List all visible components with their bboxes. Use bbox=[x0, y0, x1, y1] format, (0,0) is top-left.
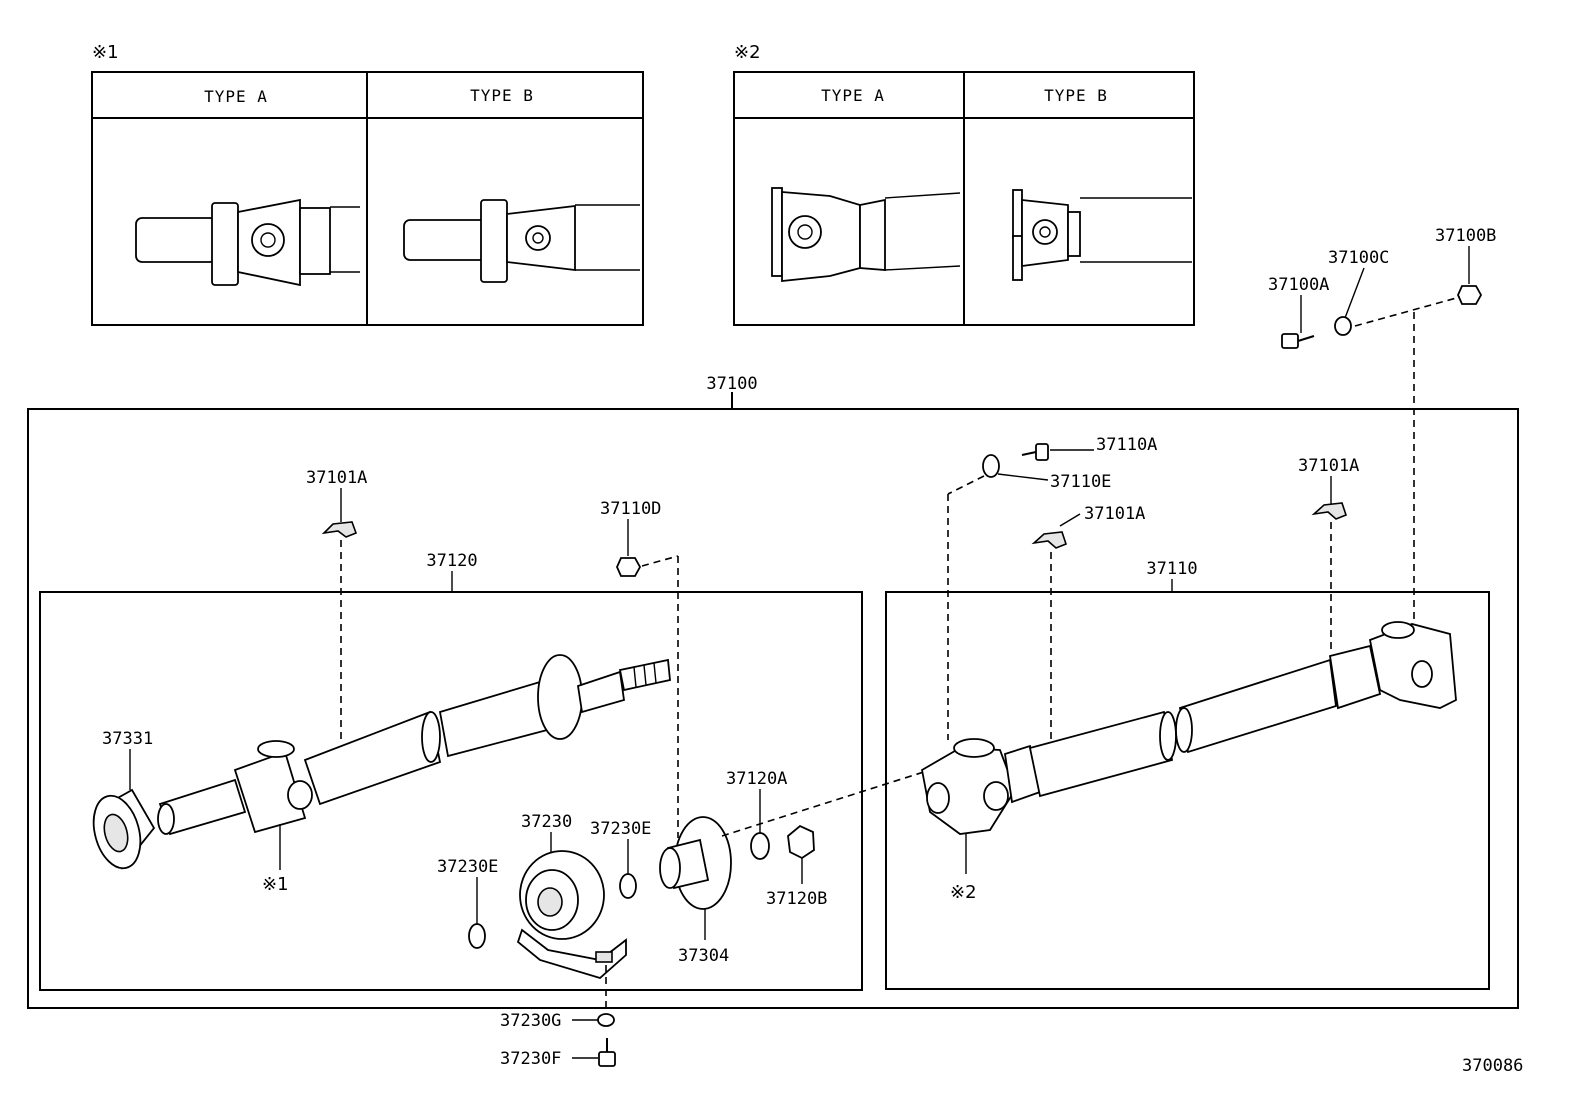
clip-37101A-middle bbox=[1031, 531, 1067, 549]
sleeve-37331 bbox=[92, 788, 156, 870]
label-37110A: 37110A bbox=[1096, 435, 1157, 455]
table-1-type-a-joint bbox=[135, 198, 360, 287]
washer-37230G bbox=[597, 1013, 615, 1027]
nut-37100B bbox=[1457, 285, 1483, 305]
type-table-2: TYPE A TYPE B bbox=[733, 71, 1195, 326]
assembly-label: 37100 bbox=[706, 374, 757, 394]
type-table-1: TYPE A TYPE B bbox=[91, 71, 644, 326]
figure-number: 370086 bbox=[1462, 1056, 1523, 1076]
ref-mark-1: ※1 bbox=[262, 874, 289, 895]
label-37331: 37331 bbox=[102, 729, 153, 749]
assembly-frame bbox=[27, 408, 1519, 1009]
rear-shaft-frame bbox=[885, 591, 1490, 990]
ref-mark-2: ※2 bbox=[950, 882, 977, 903]
rear-propeller-shaft bbox=[920, 621, 1457, 835]
label-37101A-left: 37101A bbox=[306, 468, 367, 488]
label-37110D: 37110D bbox=[600, 499, 661, 519]
flange-37304 bbox=[659, 816, 732, 910]
nut-37120B bbox=[787, 824, 815, 860]
bolt-37110A bbox=[1021, 443, 1049, 461]
washer-37100C bbox=[1334, 316, 1352, 336]
label-37230E-upper: 37230E bbox=[590, 819, 651, 839]
table-2-header-a: TYPE A bbox=[821, 86, 885, 105]
front-propeller-shaft bbox=[157, 654, 671, 836]
table-2-type-a-joint bbox=[771, 187, 961, 282]
bolt-37100A bbox=[1281, 333, 1315, 349]
front-shaft-frame bbox=[39, 591, 863, 991]
clip-37101A-right bbox=[1311, 502, 1347, 520]
label-37230: 37230 bbox=[521, 812, 572, 832]
label-37101A-right: 37101A bbox=[1298, 456, 1359, 476]
table-1-mark: ※1 bbox=[92, 42, 119, 63]
table-2-mark: ※2 bbox=[734, 42, 761, 63]
center-bearing-37230 bbox=[516, 850, 627, 980]
label-37100B: 37100B bbox=[1435, 226, 1496, 246]
label-37110E: 37110E bbox=[1050, 472, 1111, 492]
label-37100C: 37100C bbox=[1328, 248, 1389, 268]
washer-37230E-lower bbox=[468, 923, 486, 949]
label-37230F: 37230F bbox=[500, 1049, 561, 1069]
label-37230G: 37230G bbox=[500, 1011, 561, 1031]
rear-shaft-label: 37110 bbox=[1146, 559, 1197, 579]
table-2-header-b: TYPE B bbox=[1044, 86, 1108, 105]
clip-37101A-left bbox=[321, 521, 358, 538]
label-37304: 37304 bbox=[678, 946, 729, 966]
washer-37230E-upper bbox=[619, 873, 637, 899]
table-1-type-b-joint bbox=[403, 199, 640, 283]
washer-37110E bbox=[982, 454, 1000, 478]
table-1-header-a: TYPE A bbox=[204, 87, 268, 106]
table-2-type-b-joint bbox=[1012, 189, 1192, 281]
label-37230E-lower: 37230E bbox=[437, 857, 498, 877]
label-37100A: 37100A bbox=[1268, 275, 1329, 295]
bolt-37230F bbox=[598, 1038, 616, 1067]
nut-37110D bbox=[616, 557, 642, 577]
table-1-header-b: TYPE B bbox=[470, 86, 534, 105]
label-37120A: 37120A bbox=[726, 769, 787, 789]
label-37101A-middle: 37101A bbox=[1084, 504, 1145, 524]
front-shaft-label: 37120 bbox=[426, 551, 477, 571]
washer-37120A bbox=[750, 832, 770, 860]
label-37120B: 37120B bbox=[766, 889, 827, 909]
